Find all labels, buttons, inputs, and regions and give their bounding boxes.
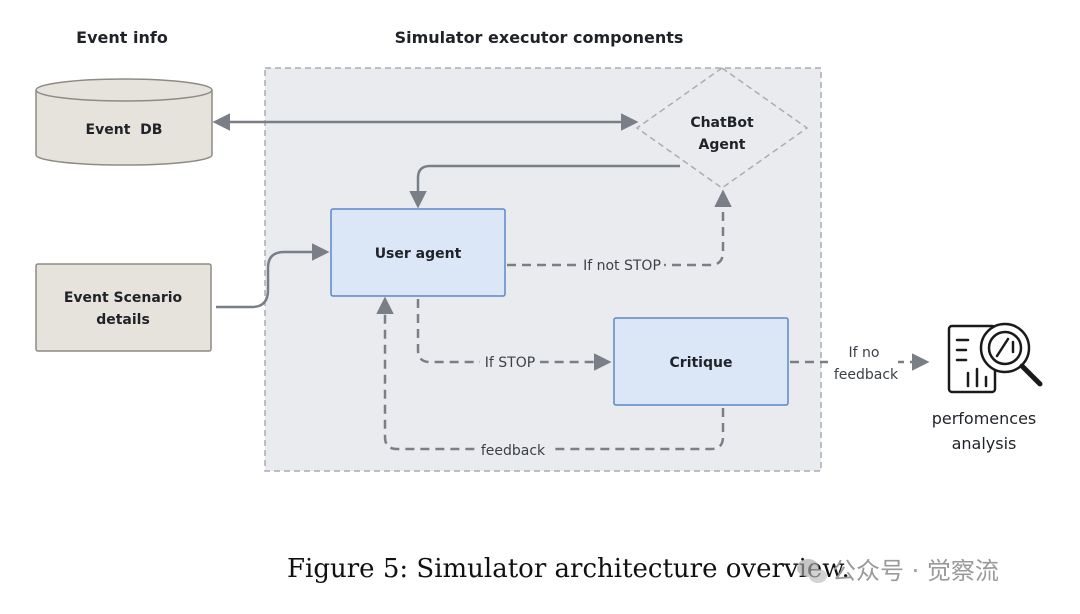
label-if-not-stop: If not STOP xyxy=(583,258,661,274)
chatbot-label-1: ChatBot xyxy=(690,115,754,131)
edge-feedback xyxy=(376,296,725,451)
critique-node: Critique xyxy=(613,317,789,406)
critique-label: Critique xyxy=(670,355,733,371)
label-if-stop: If STOP xyxy=(485,355,535,371)
chatbot-agent-node: ChatBot Agent xyxy=(635,67,809,189)
watermark-text: 公众号 · 觉察流 xyxy=(832,557,999,585)
heading-event-info: Event info xyxy=(76,28,168,47)
analysis-label-1: perfomences xyxy=(932,409,1037,428)
label-feedback: feedback xyxy=(481,443,546,459)
edge-if-not-stop xyxy=(507,189,732,267)
edge-scenario-user xyxy=(216,243,330,309)
event-scenario-label-1: Event Scenario xyxy=(64,290,183,306)
user-agent-node: User agent xyxy=(330,208,506,297)
diamond-agent xyxy=(635,67,809,189)
heading-simulator: Simulator executor components xyxy=(395,28,684,47)
analysis-magnifier-icon xyxy=(947,322,1043,394)
event-scenario-label-2: details xyxy=(96,312,150,328)
figure-caption: Figure 5: Simulator architecture overvie… xyxy=(287,554,850,584)
user-agent-label: User agent xyxy=(375,246,462,262)
chatbot-label-2: Agent xyxy=(698,137,745,153)
event-db-label: Event DB xyxy=(86,122,163,138)
wechat-icon xyxy=(797,559,827,583)
edge-if-stop xyxy=(416,299,612,371)
label-if-no-1: If no xyxy=(849,345,880,361)
event-scenario-node: Event Scenario details xyxy=(35,263,212,352)
edge-chatbot-user xyxy=(409,164,680,209)
label-if-no-2: feedback xyxy=(834,367,899,383)
database-cylinder xyxy=(35,90,213,166)
event-db-node: Event DB xyxy=(35,78,213,166)
analysis-label-2: analysis xyxy=(952,434,1017,453)
